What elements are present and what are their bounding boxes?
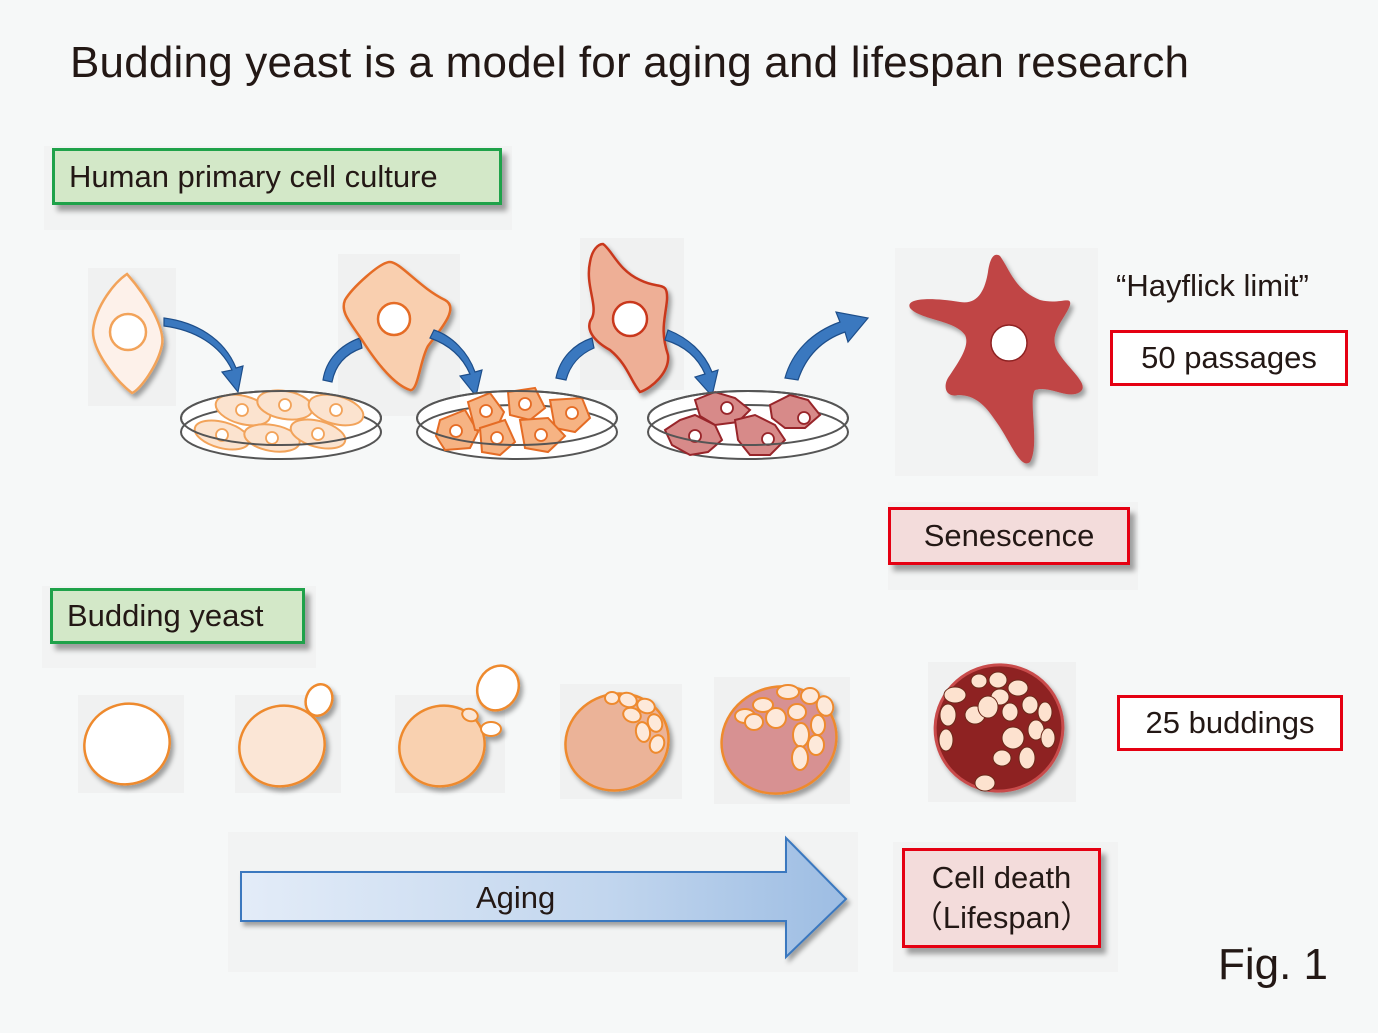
budding-yeast-label: Budding yeast bbox=[50, 588, 305, 644]
transfer-arrow-4-icon bbox=[555, 337, 595, 381]
passages-box: 50 passages bbox=[1110, 330, 1348, 386]
young-cell-icon bbox=[91, 272, 164, 395]
buddings-box: 25 buddings bbox=[1117, 695, 1343, 751]
human-culture-label: Human primary cell culture bbox=[52, 148, 502, 205]
senescence-text: Senescence bbox=[923, 518, 1095, 553]
figure-label: Fig. 1 bbox=[1217, 940, 1328, 989]
senescence-box: Senescence bbox=[888, 507, 1130, 565]
yeast-cell-aged-icon bbox=[720, 684, 838, 795]
transfer-arrow-6-icon bbox=[784, 311, 870, 381]
yeast-cell-dead-icon bbox=[933, 663, 1065, 793]
passages-text: 50 passages bbox=[1141, 340, 1317, 375]
yeast-cell-2-buds-icon bbox=[398, 664, 521, 788]
budding-yeast-text: Budding yeast bbox=[67, 598, 264, 633]
transfer-arrow-2-icon bbox=[322, 337, 363, 383]
aging-label: Aging bbox=[476, 880, 556, 915]
cell-death-text: Cell death bbox=[931, 860, 1072, 895]
cell-death-box: Cell death （Lifespan） bbox=[902, 848, 1101, 948]
transfer-arrow-5-icon bbox=[664, 329, 719, 398]
figure-title: Budding yeast is a model for aging and l… bbox=[70, 38, 1190, 87]
hayflick-limit-label: “Hayflick limit” bbox=[1116, 268, 1309, 303]
culture-dish-2-icon bbox=[416, 386, 618, 460]
yeast-cell-1-bud-icon bbox=[238, 683, 334, 788]
transfer-arrow-3-icon bbox=[429, 329, 483, 398]
yeast-cell-young-icon bbox=[83, 702, 171, 786]
transfer-arrow-1-icon bbox=[163, 317, 244, 394]
buddings-text: 25 buddings bbox=[1145, 705, 1315, 740]
passaged-cell-2-icon bbox=[342, 260, 452, 392]
culture-dish-3-icon bbox=[647, 390, 849, 460]
human-culture-text: Human primary cell culture bbox=[69, 158, 438, 194]
passaged-cell-3-icon bbox=[587, 242, 670, 394]
yeast-cell-scarred-icon bbox=[564, 691, 670, 792]
culture-dish-1-icon bbox=[180, 389, 382, 460]
senescent-cell-icon bbox=[909, 254, 1083, 464]
lifespan-text: （Lifespan） bbox=[911, 900, 1092, 935]
aging-arrow-icon bbox=[240, 835, 848, 960]
